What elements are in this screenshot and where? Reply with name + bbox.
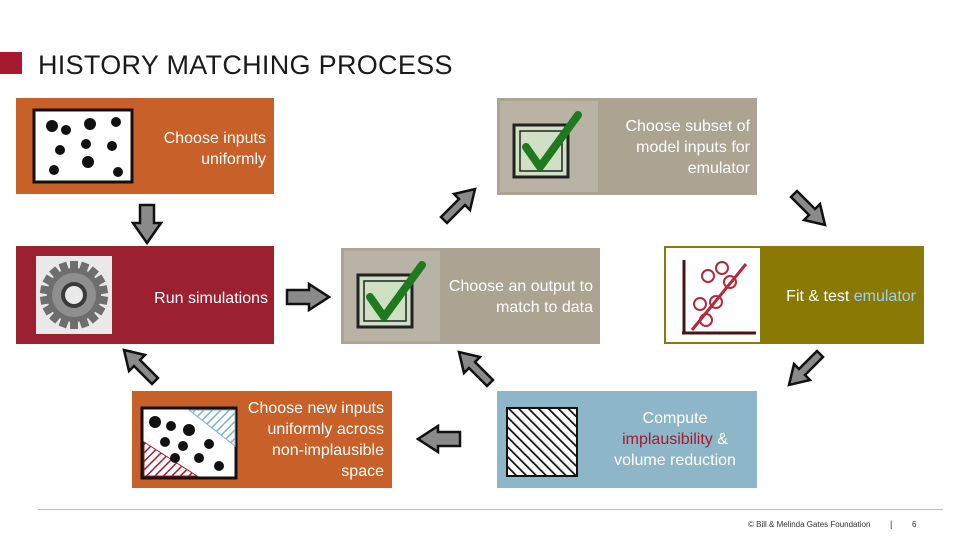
title-marker — [0, 52, 22, 74]
step-choose-output: Choose an output to match to data — [341, 248, 600, 344]
step-compute: Compute implausibility & volume reductio… — [497, 391, 757, 488]
page-title: HISTORY MATCHING PROCESS — [38, 50, 453, 80]
step-run-simulations-text: Run simulations — [154, 290, 268, 307]
arrow-up-left-icon — [455, 348, 499, 392]
step-compute-text: Compute implausibility & volume reductio… — [600, 408, 750, 471]
fit-text-prefix: Fit & test — [786, 288, 854, 305]
page-number: 6 — [912, 520, 917, 529]
arrow-left-icon — [416, 424, 462, 454]
step-choose-output-text: Choose an output to match to data — [448, 278, 593, 316]
footer-copyright: © Bill & Melinda Gates Foundation — [748, 520, 871, 529]
gear-icon — [34, 254, 114, 336]
arrow-up-left-icon — [120, 346, 164, 390]
arrow-down-right-icon — [785, 185, 829, 229]
footer-separator: | — [890, 519, 893, 529]
partitioned-points-icon — [139, 406, 239, 480]
regression-plot-icon — [666, 248, 760, 342]
compute-text-highlight: implausibility — [622, 431, 713, 448]
step-choose-inputs-text: Choose inputs uniformly — [163, 130, 266, 168]
arrow-right-icon — [285, 282, 331, 312]
arrow-up-right-icon — [435, 185, 479, 229]
step-run-simulations: Run simulations — [16, 246, 274, 344]
step-choose-new-inputs: Choose new inputs uniformly across non-i… — [132, 391, 392, 488]
footer-divider — [38, 509, 943, 510]
checkbox-icon — [344, 251, 440, 341]
step-choose-subset: Choose subset of model inputs for emulat… — [497, 98, 757, 195]
fit-text-highlight: emulator — [853, 288, 916, 305]
step-fit-emulator-text: Fit & test emulator — [786, 286, 916, 307]
step-fit-emulator: Fit & test emulator — [664, 246, 924, 344]
random-points-icon — [30, 108, 136, 184]
step-choose-inputs: Choose inputs uniformly — [16, 98, 274, 194]
hatched-square-icon — [506, 407, 578, 477]
checkbox-icon — [500, 101, 598, 192]
compute-text-suffix: & volume reduction — [614, 431, 736, 469]
arrow-down-icon — [131, 203, 163, 245]
step-choose-subset-text: Choose subset of model inputs for emulat… — [625, 118, 750, 177]
step-choose-new-inputs-text: Choose new inputs uniformly across non-i… — [247, 400, 384, 480]
arrow-down-left-icon — [785, 345, 829, 389]
compute-text-prefix: Compute — [642, 410, 708, 427]
